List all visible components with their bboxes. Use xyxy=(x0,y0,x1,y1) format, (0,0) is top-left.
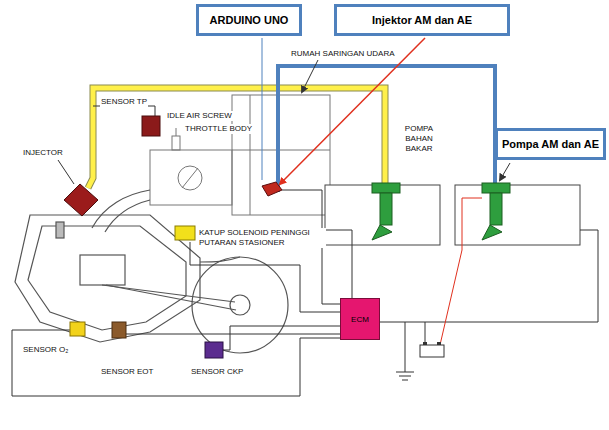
engine-block xyxy=(15,190,288,353)
injector-am xyxy=(262,182,282,196)
ecm-box: ECM xyxy=(340,298,380,340)
fuel-line xyxy=(88,88,385,188)
box-text: ECM xyxy=(351,315,369,324)
leader-arrow xyxy=(280,38,425,184)
air-filter-housing xyxy=(150,95,330,215)
battery-symbol xyxy=(420,342,444,357)
part-label: SENSOR EOT xyxy=(100,367,154,377)
part-label: POMPA BAHAN BAKAR xyxy=(394,124,444,154)
fuel-line-outline xyxy=(88,88,385,188)
callout-box: Injektor AM dan AE xyxy=(334,4,510,36)
o2-sensor xyxy=(70,322,85,336)
fuel-tank xyxy=(325,185,580,245)
idle-solenoid xyxy=(175,226,195,240)
part-label: IDLE AIR SCREW xyxy=(166,111,233,121)
part-label: RUMAH SARINGAN UDARA xyxy=(290,49,396,59)
injector xyxy=(64,184,98,216)
callout-box: Pompa AM dan AE xyxy=(495,128,606,160)
part-label: INJECTOR xyxy=(22,148,64,158)
leader-line xyxy=(262,38,263,180)
wire xyxy=(12,106,598,396)
box-text: Pompa AM dan AE xyxy=(502,138,599,150)
part-label: SENSOR CKP xyxy=(190,367,244,377)
leader-arrow xyxy=(302,60,318,92)
power-wire xyxy=(440,198,482,345)
leader-line xyxy=(58,160,74,184)
callout-box: ARDUINO UNO xyxy=(196,4,302,36)
fuel-pump xyxy=(372,183,510,240)
part-label: THROTTLE BODY xyxy=(184,124,253,134)
part-label: KATUP SOLENOID PENINGGI PUTARAN STASIONE… xyxy=(198,228,326,248)
ckp-sensor xyxy=(205,342,223,358)
eot-sensor xyxy=(112,322,126,338)
box-text: Injektor AM dan AE xyxy=(372,14,472,26)
part-label: SENSOR TP xyxy=(100,97,148,107)
tp-sensor xyxy=(142,116,160,136)
box-text: ARDUINO UNO xyxy=(210,14,289,26)
leader-arrow xyxy=(500,163,510,180)
part-label: SENSOR O₂ xyxy=(22,345,69,355)
